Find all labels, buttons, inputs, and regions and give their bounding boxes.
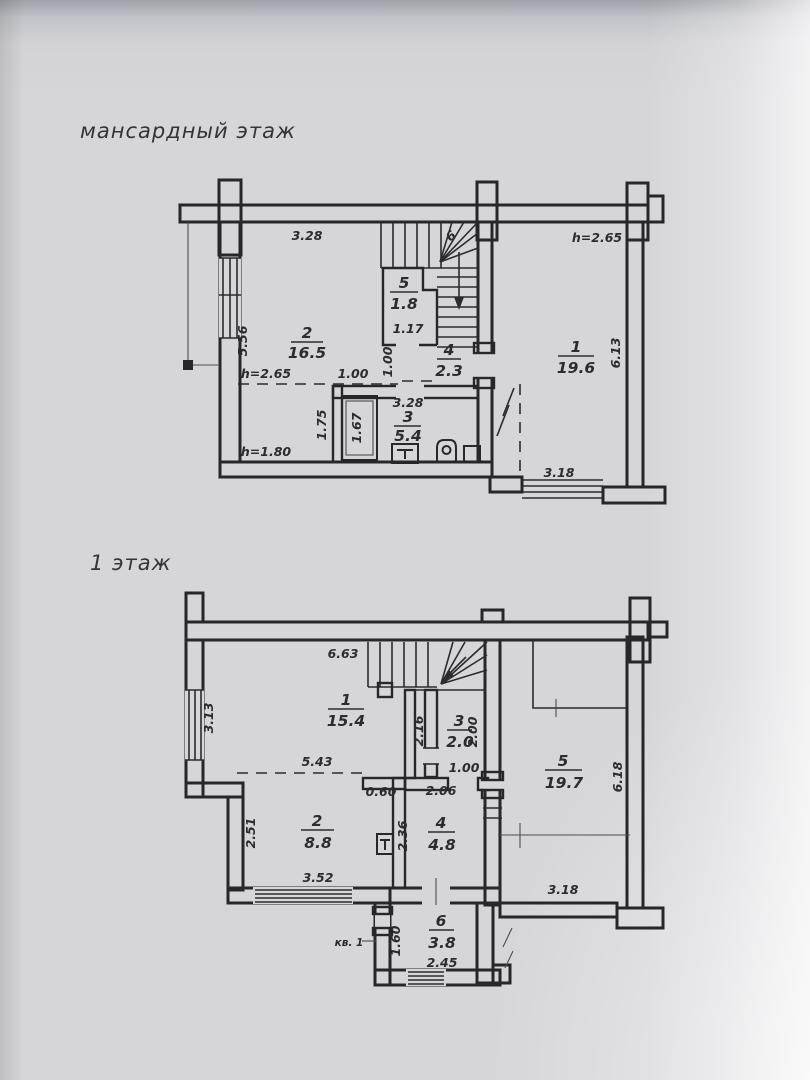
stair-notch [376,681,394,699]
first-floor-title: 1 этаж [90,551,172,575]
room-area: 19.6 [557,359,595,377]
sink-icon [391,443,419,464]
dimension-label: 1.75 [314,409,329,440]
dimension-label: 3.52 [303,870,334,885]
floor1-annotations: 6.63 1 15.4 3.13 5.43 2.16 3 2.0 2.00 1.… [201,646,625,970]
dimension-label: 2.06 [426,783,457,798]
floor1-staircase [367,641,488,699]
room-number: 4 [443,341,455,359]
height-note: h=2.65 [572,230,623,245]
attic-title: мансардный этаж [80,119,296,143]
room-area: 3.8 [428,934,456,952]
dimension-label: 1.17 [393,321,424,336]
dimension-label: 6.63 [328,646,359,661]
dimension-label: 2.45 [427,955,458,970]
dimension-label: 2.16 [411,715,426,746]
floor1-windows [185,689,446,986]
stair-direction-arrow-icon [444,656,467,680]
attic-fixtures [341,395,481,464]
room-number: 3 [454,712,465,730]
attic-annotations: 3.28 5.56 2 16.5 h=2.65 1.00 5 1.8 1.17 … [235,228,623,480]
attic-walls [178,178,667,505]
height-note: h=2.65 [241,366,292,381]
dimension-label: 1.60 [388,925,403,956]
dimension-label: 6.18 [610,761,625,792]
attic-closet [381,266,439,347]
first-floor-plan: 1 этаж [90,551,669,987]
attic-left-window [219,257,241,339]
room-area: 16.5 [288,344,326,362]
room-number: 2 [312,812,323,830]
dimension-label: 3.18 [544,465,575,480]
room-area: 2.0 [446,733,474,751]
room-area: 19.7 [545,774,583,792]
attic-markers [238,380,521,474]
room-number: 5 [399,274,410,292]
dimension-label: 3.28 [393,395,424,410]
duct-box [463,445,481,463]
room-number: 2 [302,324,313,342]
dimension-label: 6.13 [608,338,623,369]
room-number: 6 [436,912,447,930]
room-number: 1 [341,691,352,709]
height-note: h=1.80 [241,444,292,459]
room-number: 1 [571,338,582,356]
dimension-label: 2.51 [243,818,258,849]
dimension-label: 5.43 [302,754,333,769]
attic-bottom-window [522,479,603,499]
dimension-label: 2.00 [465,716,480,747]
attic-reference-line [183,222,220,370]
room-area: 1.8 [390,295,418,313]
dimension-label: 1.00 [338,366,369,381]
floor1-fixtures [376,833,394,855]
room-area: 4.8 [427,836,456,854]
dimension-label: 3.28 [292,228,323,243]
sink-icon [376,833,394,855]
room-number: 4 [435,814,447,832]
room-area: 5.4 [394,427,421,445]
attic-plan: мансардный этаж [80,119,667,505]
room-area: 8.8 [304,834,332,852]
dimension-label: 3.18 [548,882,579,897]
dimension-label: 0.60 [366,784,397,799]
room-number: 3 [403,408,414,426]
dimension-label: 3.13 [201,703,216,734]
dimension-label: 5.56 [235,325,250,356]
dimension-label: 1.00 [380,346,395,377]
bathtub-icon [341,395,378,461]
stair-direction-arrow-icon [454,252,464,310]
room-area: 15.4 [327,712,365,730]
room-number: 5 [558,752,569,770]
dimension-label: 1.00 [449,760,480,775]
floor1-walls [184,591,669,987]
floor1-projection-lines [498,640,630,969]
dimension-label: 2.36 [395,820,410,851]
toilet-icon [436,439,457,463]
room-area: 2.3 [435,362,462,380]
apartment-label: кв. 1 [335,937,364,949]
dimension-label: 1.67 [349,412,364,443]
